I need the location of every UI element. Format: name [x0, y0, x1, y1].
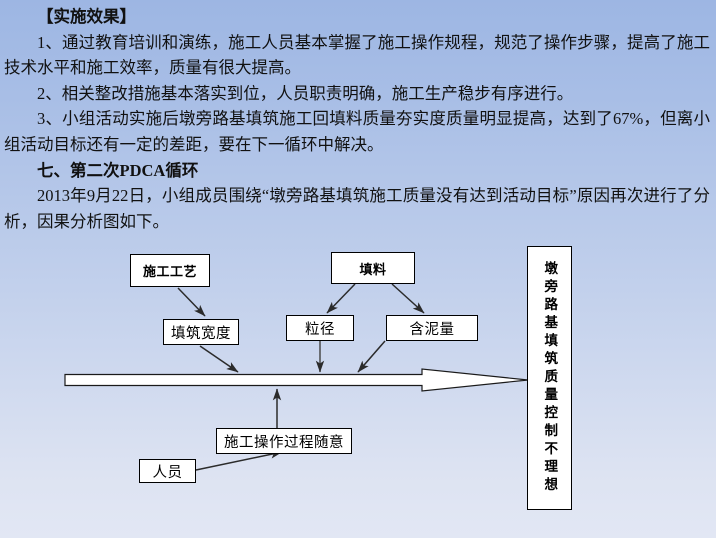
connector-process-to-fillwidth [177, 287, 206, 317]
connector-material-to-grainsize [326, 283, 356, 314]
effect-paragraph-2: 2、相关整改措施基本落实到位，人员职责明确，施工生产稳步有序进行。 [37, 83, 574, 103]
node-label: 填筑宽度 [171, 325, 231, 342]
implementation-effect-heading: 【实施效果】 [37, 7, 136, 26]
section-heading-pdca: 七、第二次PDCA循环 [37, 160, 199, 180]
node-label: 施工工艺 [142, 264, 197, 279]
node-cause-grain-size[interactable]: 粒径 [286, 315, 354, 341]
node-label: 施工操作过程随意 [224, 434, 344, 451]
node-cause-fill-width[interactable]: 填筑宽度 [163, 319, 239, 345]
slide-text-block: 【实施效果】 1、通过教育培训和演练，施工人员基本掌握了施工操作规程，规范了操作… [0, 4, 716, 234]
node-cause-random-operation[interactable]: 施工操作过程随意 [216, 428, 352, 454]
node-label: 填料 [359, 261, 387, 277]
effect-label: 墩旁路基填筑质量控制不理想 [542, 261, 558, 495]
connector-personnel-to-randomoperation [195, 450, 283, 471]
node-category-material[interactable]: 填料 [331, 252, 415, 284]
node-cause-mud-content[interactable]: 含泥量 [386, 315, 478, 341]
connector-fillwidth-to-spine [199, 345, 239, 373]
closing-paragraph: 2013年9月22日，小组成员围绕“墩旁路基填筑施工质量没有达到活动目标”原因再… [4, 186, 710, 231]
node-category-personnel[interactable]: 人员 [139, 459, 196, 483]
spine-arrow [64, 368, 529, 392]
effect-paragraph-1: 1、通过教育培训和演练，施工人员基本掌握了施工操作规程，规范了操作步骤，提高了施… [4, 32, 710, 78]
node-label: 人员 [152, 464, 183, 481]
node-label: 含泥量 [409, 321, 455, 338]
node-category-process[interactable]: 施工工艺 [130, 254, 210, 287]
node-effect-result[interactable]: 墩旁路基填筑质量控制不理想 [527, 246, 572, 510]
effect-paragraph-3: 3、小组活动实施后墩旁路基填筑施工回填料质量夯实度质量明显提高，达到了67%，但… [4, 109, 710, 154]
connector-material-to-mudcontent [391, 283, 425, 314]
node-label: 粒径 [305, 321, 335, 338]
connector-mudcontent-to-spine [357, 340, 386, 373]
